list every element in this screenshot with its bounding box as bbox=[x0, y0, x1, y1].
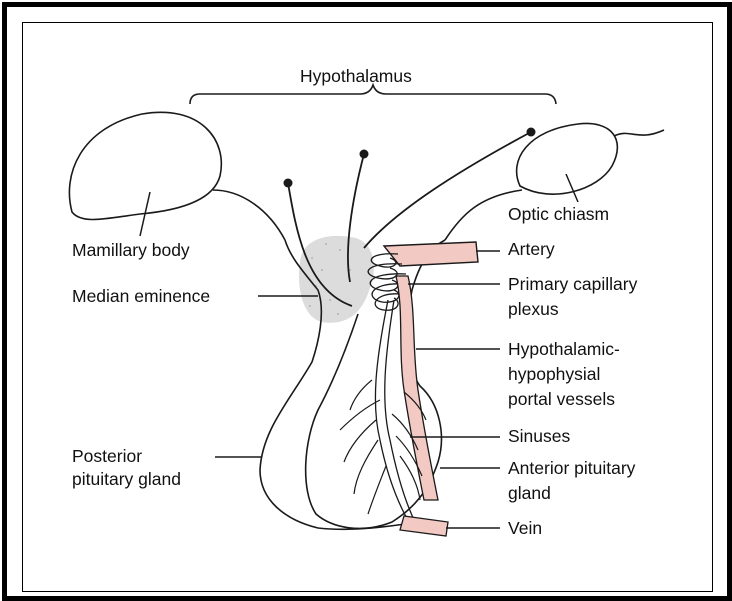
anterior-pituitary-label-line1: Anterior pituitary bbox=[508, 456, 635, 480]
artery-label: Artery bbox=[508, 237, 555, 261]
anterior-pituitary-label-line2: gland bbox=[508, 481, 551, 505]
median-eminence-label: Median eminence bbox=[72, 284, 210, 308]
optic-nerve bbox=[614, 130, 664, 136]
portal-vessels-label-line1: Hypothalamic- bbox=[508, 337, 620, 361]
vein-label: Vein bbox=[508, 516, 542, 540]
portal-vessels-label-line3: portal vessels bbox=[508, 387, 615, 411]
portal-vessels-label-line2: hypophysial bbox=[508, 362, 600, 386]
mamillary-body-label: Mamillary body bbox=[72, 238, 190, 262]
primary-capillary-label-line1: Primary capillary bbox=[508, 272, 637, 296]
posterior-pituitary-label-line2: pituitary gland bbox=[72, 467, 181, 491]
posterior-pituitary-label-line1: Posterior bbox=[72, 444, 142, 468]
hypothalamus-title: Hypothalamus bbox=[300, 64, 412, 88]
mamillary-body-shape bbox=[69, 112, 221, 219]
vein-vessel bbox=[400, 516, 448, 536]
sinuses-label: Sinuses bbox=[508, 424, 570, 448]
artery-vessel bbox=[384, 242, 478, 266]
optic-chiasm-label: Optic chiasm bbox=[508, 202, 609, 226]
primary-capillary-label-line2: plexus bbox=[508, 297, 559, 321]
